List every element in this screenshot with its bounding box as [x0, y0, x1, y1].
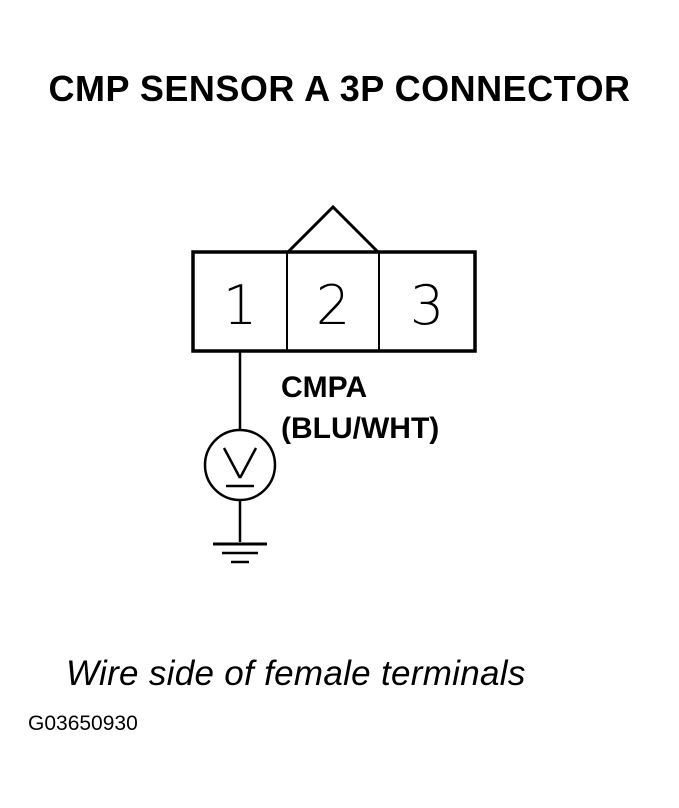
- connector-body: [191, 250, 477, 353]
- diagram-title: CMP SENSOR A 3P CONNECTOR: [48, 68, 631, 109]
- diagram-caption: Wire side of female terminals: [66, 654, 526, 693]
- wire-signal-label: CMPA: [281, 371, 368, 404]
- pin-label-3: 3: [410, 274, 444, 337]
- pin-label-2: 2: [316, 274, 350, 337]
- connector-locking-tab: [286, 204, 380, 254]
- figure-code: G03650930: [28, 712, 138, 735]
- wire-color-label: (BLU/WHT): [281, 412, 440, 445]
- voltmeter-icon: [203, 428, 277, 502]
- ground-icon: [213, 542, 267, 564]
- pin-label-1: 1: [223, 274, 257, 337]
